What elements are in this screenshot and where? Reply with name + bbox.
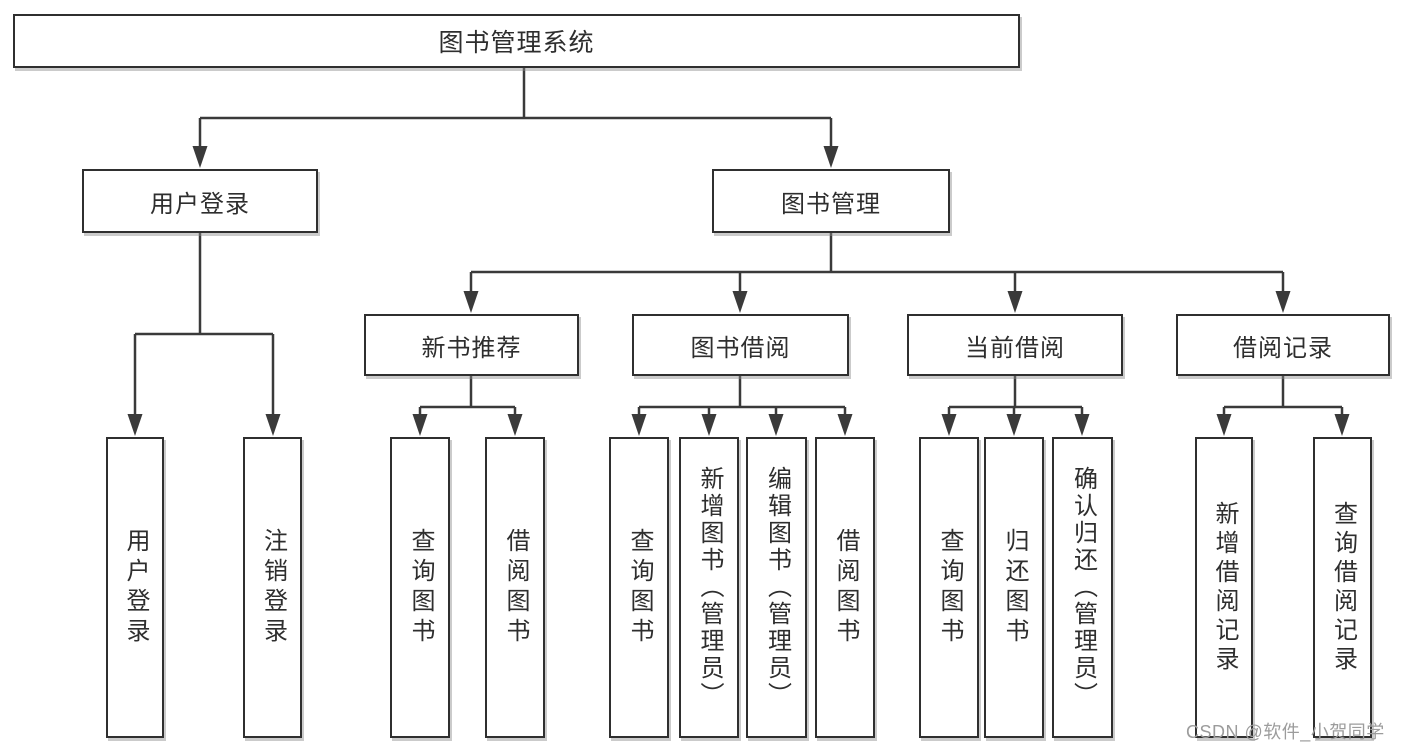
leaf-logout: 注销登录 bbox=[243, 437, 302, 738]
node-root-system-label: 图书管理系统 bbox=[438, 29, 595, 57]
leaf-edit-book-admin: 编辑图书（管理员） bbox=[746, 437, 807, 738]
leaf-query-books-recommend: 查询图书 bbox=[390, 437, 450, 738]
leaf-confirm-return-admin: 确认归还（管理员） bbox=[1052, 437, 1113, 738]
leaf-query-books-recommend-label: 查询图书 bbox=[407, 527, 434, 648]
leaf-query-books-borrow-label: 查询图书 bbox=[626, 527, 653, 648]
csdn-watermark: CSDN @软件_小贺同学 bbox=[1186, 722, 1385, 742]
leaf-query-books-borrow: 查询图书 bbox=[609, 437, 669, 738]
leaf-borrow-books-recommend: 借阅图书 bbox=[485, 437, 545, 738]
node-new-book-recommend: 新书推荐 bbox=[364, 314, 579, 376]
leaf-borrow-books-recommend-label: 借阅图书 bbox=[502, 527, 529, 648]
node-book-management: 图书管理 bbox=[712, 169, 950, 233]
node-book-management-label: 图书管理 bbox=[781, 190, 881, 218]
leaf-add-book-admin: 新增图书（管理员） bbox=[679, 437, 739, 738]
node-current-borrow-label: 当前借阅 bbox=[965, 334, 1065, 362]
leaf-confirm-return-admin-label: 确认归还（管理员） bbox=[1069, 466, 1097, 709]
node-book-borrow-label: 图书借阅 bbox=[690, 334, 791, 362]
leaf-query-books-current: 查询图书 bbox=[919, 437, 979, 738]
leaf-query-borrow-record-label: 查询借阅记录 bbox=[1329, 500, 1357, 675]
leaf-query-borrow-record: 查询借阅记录 bbox=[1313, 437, 1372, 738]
node-borrow-records-label: 借阅记录 bbox=[1233, 334, 1333, 362]
leaf-return-book: 归还图书 bbox=[984, 437, 1044, 738]
leaf-logout-label: 注销登录 bbox=[259, 527, 287, 648]
leaf-user-login: 用户登录 bbox=[106, 437, 164, 738]
leaf-add-borrow-record: 新增借阅记录 bbox=[1195, 437, 1253, 738]
node-borrow-records: 借阅记录 bbox=[1176, 314, 1390, 376]
leaf-add-borrow-record-label: 新增借阅记录 bbox=[1211, 500, 1238, 675]
node-user-login: 用户登录 bbox=[82, 169, 318, 233]
leaf-user-login-label: 用户登录 bbox=[122, 527, 149, 648]
leaf-return-book-label: 归还图书 bbox=[1001, 527, 1028, 648]
node-book-borrow: 图书借阅 bbox=[632, 314, 849, 376]
arrowheads bbox=[127, 146, 1350, 436]
node-root-system: 图书管理系统 bbox=[13, 14, 1020, 68]
leaf-add-book-admin-label: 新增图书（管理员） bbox=[696, 466, 723, 709]
leaf-borrow-books-2: 借阅图书 bbox=[815, 437, 875, 738]
leaf-edit-book-admin-label: 编辑图书（管理员） bbox=[763, 466, 791, 709]
node-current-borrow: 当前借阅 bbox=[907, 314, 1123, 376]
leaf-borrow-books-2-label: 借阅图书 bbox=[832, 527, 859, 648]
node-new-book-recommend-label: 新书推荐 bbox=[421, 334, 522, 362]
node-user-login-label: 用户登录 bbox=[150, 190, 250, 218]
leaf-query-books-current-label: 查询图书 bbox=[936, 527, 963, 648]
